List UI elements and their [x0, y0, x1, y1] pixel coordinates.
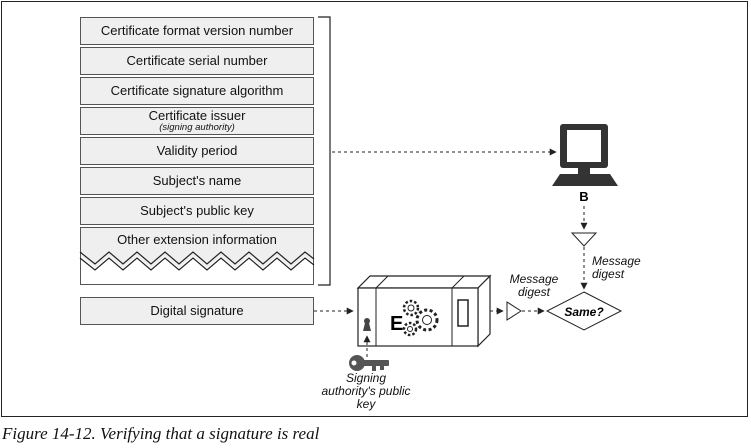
keyhole-icon [363, 318, 371, 331]
field-other-extension-label: Other extension information [117, 232, 277, 247]
field-signature-algorithm: Certificate signature algorithm [80, 77, 314, 105]
certificate-bracket [318, 16, 331, 286]
field-digital-signature: Digital signature [80, 297, 314, 325]
engine-label: E [390, 313, 403, 335]
figure-caption: Figure 14-12. Verifying that a signature… [2, 424, 320, 443]
computer-label: B [579, 189, 588, 204]
field-subject-public-key-label: Subject's public key [140, 203, 254, 219]
field-subject-name: Subject's name [80, 167, 314, 195]
field-serial-number-label: Certificate serial number [126, 53, 268, 69]
gears-icon [402, 299, 439, 337]
key-icon [349, 355, 389, 371]
field-digital-signature-label: Digital signature [150, 303, 244, 319]
field-subject-public-key: Subject's public key [80, 197, 314, 225]
field-validity-period-label: Validity period [156, 143, 238, 159]
field-subject-name-label: Subject's name [152, 173, 242, 189]
computer-icon [552, 124, 618, 186]
field-validity-period: Validity period [80, 137, 314, 165]
digest-triangle-left [506, 301, 522, 321]
torn-edge [79, 251, 315, 285]
field-issuer: Certificate issuer(signing authority) [80, 107, 314, 135]
field-format-version: Certificate format version number [80, 17, 314, 45]
key-label: Signing authority's public key [321, 371, 411, 412]
decryption-engine [356, 274, 492, 348]
field-signature-algorithm-label: Certificate signature algorithm [110, 83, 284, 99]
compare-diamond [545, 291, 623, 331]
field-issuer-sublabel: (signing authority) [159, 121, 235, 133]
message-digest-left-label: Message digest [509, 272, 559, 300]
field-issuer-label: Certificate issuer [148, 108, 246, 124]
message-digest-right-label: Message digest [592, 254, 641, 282]
digest-triangle-right [570, 232, 598, 247]
field-serial-number: Certificate serial number [80, 47, 314, 75]
compare-label: Same? [564, 305, 604, 319]
figure-frame [1, 1, 748, 417]
field-format-version-label: Certificate format version number [100, 23, 294, 39]
